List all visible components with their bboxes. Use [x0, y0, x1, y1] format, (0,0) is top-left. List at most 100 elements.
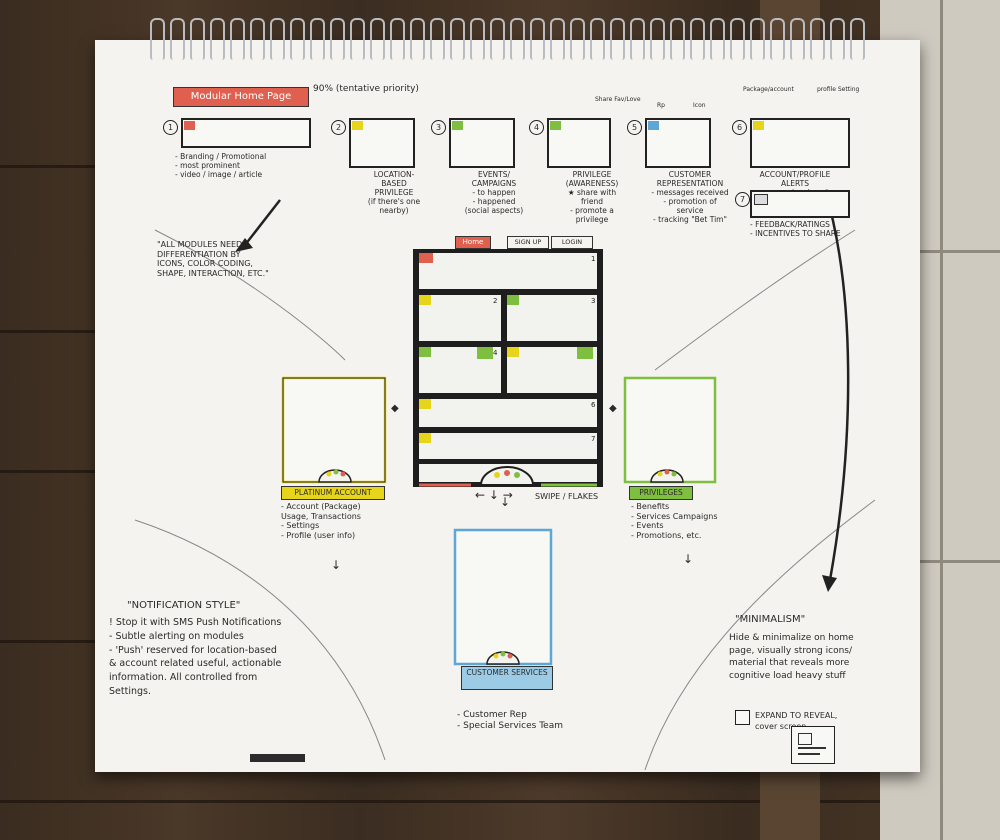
speaker-icon	[754, 194, 768, 205]
spiral-coil	[270, 18, 285, 60]
spiral-coil	[790, 18, 805, 60]
module-accent-icon	[184, 121, 195, 130]
module-accent-icon	[648, 121, 659, 130]
module-number: 1	[163, 120, 178, 135]
notification-title: "NOTIFICATION STYLE"	[127, 600, 241, 611]
module-desc: - FEEDBACK/RATINGS - INCENTIVES TO SHARE	[750, 220, 841, 238]
spiral-coil	[730, 18, 745, 60]
wood-seam	[0, 800, 1000, 803]
sketchbook-page: Modular Home Page 90% (tentative priorit…	[95, 40, 920, 772]
module-thumb-feedback	[750, 190, 850, 218]
privileges-items: - Benefits - Services Campaigns - Events…	[631, 502, 718, 540]
module-desc: - Branding / Promotional - most prominen…	[175, 152, 267, 179]
swipe-label: SWIPE / FLAKES	[535, 492, 599, 501]
spiral-coil	[530, 18, 545, 60]
spiral-coil	[830, 18, 845, 60]
module-number: 4	[529, 120, 544, 135]
spiral-coil	[450, 18, 465, 60]
notification-text: ! Stop it with SMS Push Notifications - …	[109, 617, 282, 697]
module-accent-icon	[452, 121, 463, 130]
module-desc: CUSTOMER REPRESENTATION - messages recei…	[651, 170, 729, 224]
spiral-coil	[690, 18, 705, 60]
spiral-coil	[630, 18, 645, 60]
tab-home[interactable]: Home	[455, 236, 491, 249]
title-note: 90% (tentative priority)	[313, 84, 419, 94]
spiral-coil	[550, 18, 565, 60]
customer-services-label: CUSTOMER SERVICES	[461, 666, 553, 690]
customer-items: - Customer Rep - Special Services Team	[457, 710, 563, 731]
tab-login[interactable]: LOGIN	[551, 236, 593, 249]
spiral-coil	[330, 18, 345, 60]
module-slot-7	[419, 433, 597, 459]
module-desc: EVENTS/ CAMPAIGNS - to happen - happened…	[464, 170, 524, 215]
module-thumb-6	[750, 118, 850, 168]
spiral-coil	[150, 18, 165, 60]
module-tag: Icon	[693, 102, 706, 109]
module-tag: Package/account	[743, 86, 794, 93]
spiral-coil	[770, 18, 785, 60]
module-accent-icon	[352, 121, 363, 130]
customer-services-screen	[453, 528, 553, 666]
spiral-coil	[510, 18, 525, 60]
connector-icon: ◆	[609, 403, 617, 414]
page-title: Modular Home Page	[173, 87, 309, 107]
spiral-coil	[190, 18, 205, 60]
spiral-coil	[250, 18, 265, 60]
platinum-screen	[281, 376, 387, 484]
spiral-coil	[170, 18, 185, 60]
privileges-label: PRIVILEGES	[629, 486, 693, 500]
module-thumb-4	[547, 118, 611, 168]
module-tag: Rp	[657, 102, 665, 109]
spiral-coil	[470, 18, 485, 60]
spiral-binding	[150, 18, 870, 62]
module-thumb-5	[645, 118, 711, 168]
expanded-screen-icon	[791, 726, 835, 764]
spiral-coil	[710, 18, 725, 60]
spiral-coil	[570, 18, 585, 60]
module-slot-number: 4	[493, 349, 498, 357]
spiral-coil	[430, 18, 445, 60]
down-arrow-icon: ↓	[500, 495, 511, 509]
module-thumb-1	[181, 118, 311, 148]
module-slot-1	[419, 253, 597, 289]
down-arrow-icon: ↓	[683, 552, 694, 566]
tab-sign-up[interactable]: SIGN UP	[507, 236, 549, 249]
module-slot-2	[419, 295, 501, 341]
spiral-coil	[590, 18, 605, 60]
spiral-coil	[350, 18, 365, 60]
module-number: 7	[735, 192, 750, 207]
spiral-coil	[750, 18, 765, 60]
spiral-coil	[610, 18, 625, 60]
module-slot-number: 5	[501, 349, 505, 357]
minimalism-title: "MINIMALISM"	[735, 614, 806, 625]
module-number: 2	[331, 120, 346, 135]
connector-icon: ◆	[391, 403, 399, 414]
modules-note: "ALL MODULES NEED DIFFERENTIATION BY ICO…	[157, 240, 269, 278]
spiral-coil	[310, 18, 325, 60]
platinum-items: - Account (Package) Usage, Transactions …	[281, 502, 361, 540]
spiral-coil	[230, 18, 245, 60]
module-slot-6	[419, 399, 597, 427]
collapsed-module-icon	[735, 710, 750, 725]
minimalism-text: Hide & minimalize on home page, visually…	[729, 633, 854, 681]
spiral-coil	[410, 18, 425, 60]
privileges-screen	[623, 376, 717, 484]
module-accent-icon	[550, 121, 561, 130]
module-tag: profile Setting	[817, 86, 860, 93]
module-slot-3	[507, 295, 597, 341]
module-slot-number: 6	[591, 401, 596, 409]
down-arrow-icon: ↓	[331, 558, 342, 572]
module-slot-number: 3	[591, 297, 595, 305]
spiral-coil	[390, 18, 405, 60]
spiral-coil	[670, 18, 685, 60]
spiral-coil	[650, 18, 665, 60]
module-slot-number: 2	[493, 297, 497, 305]
tape-mark	[250, 754, 305, 762]
spiral-coil	[210, 18, 225, 60]
spiral-coil	[290, 18, 305, 60]
module-accent-icon	[753, 121, 764, 130]
module-desc: PRIVILEGE (AWARENESS) ★ share with frien…	[565, 170, 619, 224]
pencil-curves	[134, 189, 876, 771]
